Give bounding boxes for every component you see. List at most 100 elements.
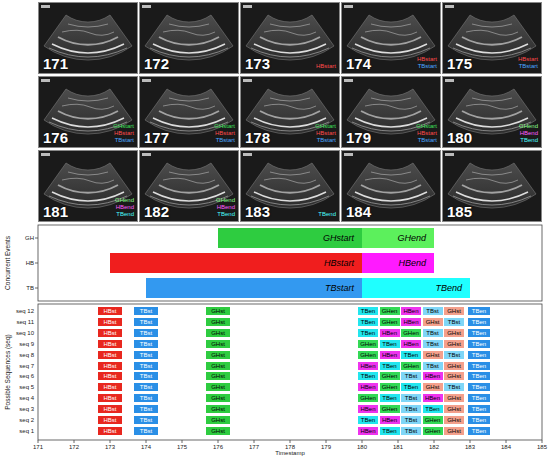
sequence-event-name: GHen [403, 330, 419, 336]
sequence-event-box: TBen [468, 416, 490, 424]
sequence-event-name: GHst [426, 352, 440, 358]
sequence-event-name: HBst [103, 384, 116, 390]
sequence-event-name: TBst [448, 384, 460, 390]
sequence-event-box: TBen [423, 405, 443, 413]
sequence-event-name: HBen [360, 406, 375, 412]
sequence-event-name: TBen [472, 319, 486, 325]
sequence-event-box: GHst [206, 394, 230, 402]
event-bar: GHstart [218, 228, 362, 248]
sequence-event-name: HBst [103, 363, 116, 369]
sequence-event-name: HBen [360, 384, 375, 390]
sequence-event-name: TBst [140, 406, 152, 412]
sequence-event-box: HBen [423, 372, 443, 380]
sequence-event-name: GHen [425, 428, 441, 434]
sequence-event-box: GHen [401, 362, 421, 370]
tick-label: 183 [465, 444, 475, 450]
sequence-event-box: TBen [401, 351, 421, 359]
sequence-event-name: TBen [361, 417, 375, 423]
sequence-event-name: GHen [360, 341, 376, 347]
ultrasound-frame: 175HBstartTBstart [442, 2, 542, 74]
frame-event-tags: GHstartHBstartTBstart [416, 123, 437, 144]
sequence-event-box: TBen [358, 416, 378, 424]
sequence-event-name: TBen [382, 428, 396, 434]
sequence-event-box: GHen [401, 329, 421, 337]
frame-event-tags: GHstartHBstartTBstart [214, 123, 235, 144]
sequence-event-box: TBen [358, 307, 378, 315]
ultrasound-frame: 184 [341, 150, 441, 222]
frame-number: 184 [346, 204, 371, 219]
sequence-event-name: HBst [103, 352, 116, 358]
sequence-event-name: TBst [140, 417, 152, 423]
sequence-event-name: GHst [426, 319, 440, 325]
tick-label: 176 [213, 444, 223, 450]
sequence-event-name: TBst [426, 308, 438, 314]
sequence-event-box: GHst [206, 351, 230, 359]
sequence-label: seq 5 [19, 384, 34, 390]
sequence-event-name: HBen [425, 395, 440, 401]
sequence-event-name: GHst [447, 417, 461, 423]
sequence-event-box: TBst [401, 427, 421, 435]
row-label: GH [25, 235, 34, 241]
sequence-event-box: GHst [206, 340, 230, 348]
sequence-event-box: TBst [134, 329, 158, 337]
sequence-event-name: TBst [426, 341, 438, 347]
sequence-event-name: GHst [211, 330, 225, 336]
frame-event-tag: TBstart [417, 63, 437, 70]
sequence-event-box: TBen [468, 383, 490, 391]
sequence-event-name: HBst [103, 395, 116, 401]
frame-event-tags: GHendHBendTBend [115, 197, 134, 218]
sequence-event-box: HBst [98, 416, 122, 424]
ultrasound-frame: 180GHendHBendTBend [442, 76, 542, 148]
tick-label: 181 [393, 444, 403, 450]
sequence-event-box: HBen [401, 318, 421, 326]
sequence-plot-frame [38, 304, 542, 440]
ultrasound-frame: 178GHstartHBstartTBstart [240, 76, 340, 148]
sequence-event-name: TBen [472, 330, 486, 336]
frame-number: 181 [43, 204, 68, 219]
sequence-event-name: HBen [425, 373, 440, 379]
sequence-event-name: GHen [382, 308, 398, 314]
sequence-event-box: GHen [380, 307, 400, 315]
frame-number: 172 [144, 56, 169, 71]
event-name: GHend [397, 234, 426, 243]
frame-event-tag: TBend [519, 137, 538, 144]
sequence-event-box: HBen [401, 340, 421, 348]
tick-label: 173 [105, 444, 115, 450]
frame-number: 174 [346, 56, 371, 71]
sequence-event-name: HBst [103, 330, 116, 336]
sequence-event-box: GHst [423, 351, 443, 359]
axis-ticks [35, 238, 542, 443]
sequence-event-box: TBen [358, 372, 378, 380]
sequence-event-name: HBen [382, 352, 397, 358]
sequence-event-box: GHst [206, 416, 230, 424]
sequence-event-name: TBen [472, 373, 486, 379]
sequence-event-box: TBst [401, 372, 421, 380]
sequence-event-box: TBst [134, 405, 158, 413]
sequence-event-name: GHst [211, 384, 225, 390]
sequence-event-box: GHst [444, 416, 464, 424]
sequence-event-box: TBen [468, 427, 490, 435]
sequence-event-name: TBen [361, 308, 375, 314]
sequence-event-name: HBst [103, 373, 116, 379]
sequence-label: seq 4 [19, 395, 34, 401]
sequence-event-box: TBst [134, 372, 158, 380]
sequence-event-box: TBst [134, 340, 158, 348]
frame-event-tag: HBstart [315, 130, 336, 137]
frame-event-tag: HBend [216, 204, 235, 211]
sequence-event-box: GHen [423, 427, 443, 435]
sequence-event-name: TBen [404, 352, 418, 358]
axis-title: Possible Sequences (seq) [5, 334, 12, 410]
sequence-event-box: HBen [358, 427, 378, 435]
frame-event-tag: HBstart [214, 130, 235, 137]
event-bar: GHend [362, 228, 434, 248]
sequence-event-name: GHst [211, 319, 225, 325]
sequence-event-box: GHen [380, 405, 400, 413]
frame-number: 177 [144, 130, 169, 145]
event-bar: TBend [362, 278, 470, 298]
sequence-event-box: HBen [380, 329, 400, 337]
sequence-event-name: GHst [211, 373, 225, 379]
sequence-event-box: HBst [98, 405, 122, 413]
sequence-event-box: HBen [358, 383, 378, 391]
frame-event-tags: HBstart [316, 63, 336, 70]
sequence-event-name: TBen [404, 384, 418, 390]
